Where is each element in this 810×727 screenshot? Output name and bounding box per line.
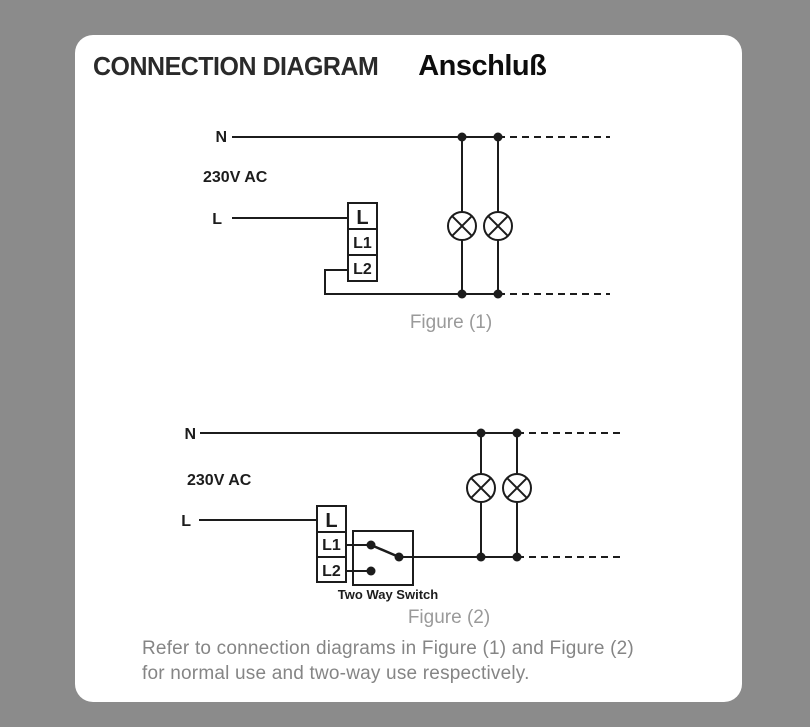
fig1-terminal-l-box (347, 202, 378, 230)
figure-2-caption: Figure (2) (408, 607, 490, 628)
fig2-terminal-l2-box (316, 556, 347, 583)
figure-2: N 230V AC L L L1 L2 (181, 426, 625, 628)
fig1-voltage-label: 230V AC (203, 169, 268, 186)
fig2-terminal-block: L L1 L2 (316, 505, 347, 583)
fig1-lamp-2-icon (483, 137, 513, 294)
fig1-terminal-block: L L1 L2 (347, 202, 378, 282)
fig2-terminal-l1-label: L1 (322, 537, 341, 554)
fig1-live-label: L (212, 211, 222, 228)
footer-note-line2: for normal use and two-way use respectiv… (142, 663, 530, 684)
fig1-junction-dots (457, 132, 503, 299)
fig1-neutral-label: N (215, 129, 227, 146)
fig1-terminal-l2-box (347, 254, 378, 282)
footer-note: Refer to connection diagrams in Figure (… (142, 636, 634, 686)
fig1-terminal-l1-box (347, 228, 378, 256)
diagram-card (75, 35, 742, 702)
page-title-german: Anschluß (418, 50, 547, 82)
page-header: CONNECTION DIAGRAM Anschluß (93, 50, 547, 83)
fig1-terminal-l2-label: L2 (353, 261, 372, 278)
two-way-switch-label: Two Way Switch (338, 587, 438, 602)
fig2-neutral-label: N (184, 426, 196, 443)
fig1-return-wire (324, 269, 498, 295)
footer-note-line1: Refer to connection diagrams in Figure (… (142, 638, 634, 659)
fig1-lamp-1-icon (447, 137, 477, 294)
fig2-voltage-label: 230V AC (187, 472, 252, 489)
figure-1-caption: Figure (1) (410, 312, 492, 333)
fig2-switch-blade (370, 543, 400, 559)
fig2-live-label: L (181, 513, 191, 530)
fig2-lamp-1-icon (466, 433, 496, 557)
page-title: CONNECTION DIAGRAM (93, 51, 379, 81)
fig1-terminal-l-label: L (356, 207, 368, 229)
fig2-junction-dots (476, 428, 522, 562)
figure-1: N 230V AC L L L1 L2 (203, 129, 610, 333)
fig2-lamp-2-icon (502, 433, 532, 557)
fig1-terminal-l1-label: L1 (353, 235, 372, 252)
fig2-terminal-l2-label: L2 (322, 563, 341, 580)
fig2-terminal-l1-box (316, 531, 347, 558)
fig2-terminal-l-label: L (325, 510, 337, 532)
